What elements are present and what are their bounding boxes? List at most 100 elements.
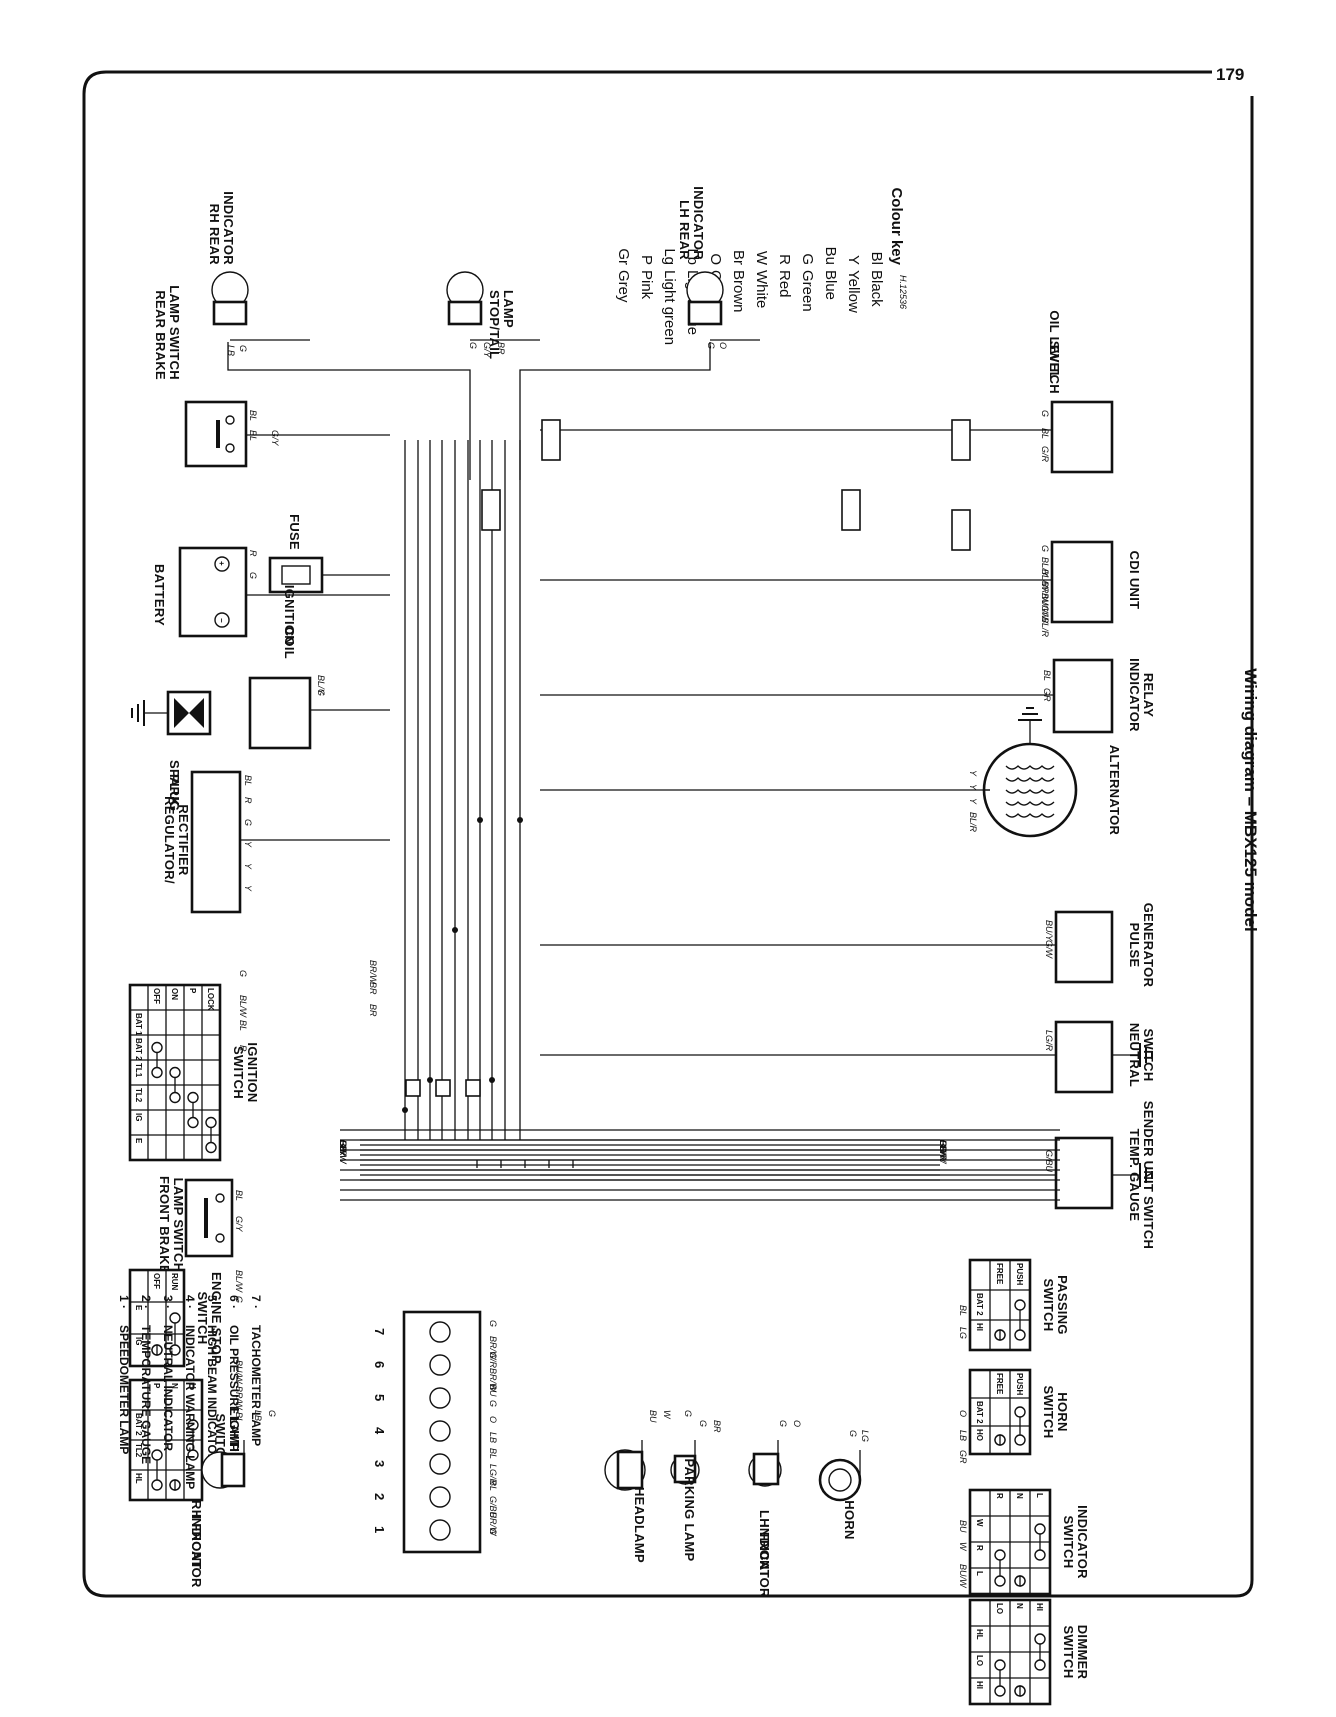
switch-col-label: IG bbox=[134, 1337, 143, 1345]
switch-name: ENGINE STOP bbox=[209, 1272, 224, 1364]
legend-label: HIGH BEAM INDICATOR bbox=[205, 1325, 219, 1463]
wire-label: R bbox=[238, 1045, 248, 1052]
wire-label: BU/W bbox=[958, 1564, 968, 1589]
switch-row-label: HI bbox=[1035, 1603, 1044, 1611]
svg-text:INDICATOR: INDICATOR bbox=[189, 1514, 204, 1588]
wire-label: G bbox=[683, 1410, 693, 1417]
wire-label: BL bbox=[248, 430, 258, 441]
legend-label: SPEEDOMETER LAMP bbox=[117, 1325, 131, 1454]
wire-label: BR bbox=[938, 1140, 948, 1153]
wire-label: GR bbox=[958, 1450, 968, 1464]
wire-label: BR bbox=[338, 1140, 348, 1153]
wire-label: Y bbox=[968, 784, 978, 791]
wire-label: W bbox=[958, 1542, 968, 1552]
colour-code: O bbox=[707, 253, 724, 265]
svg-text:CDI UNIT: CDI UNIT bbox=[1127, 551, 1142, 610]
wire-label: G/R bbox=[488, 1352, 498, 1369]
switch-col-label: LO bbox=[975, 1655, 984, 1666]
switch-row-label: LO bbox=[995, 1603, 1004, 1614]
colour-name: Yellow bbox=[845, 270, 862, 313]
colour-code: Br bbox=[730, 250, 747, 265]
wire-label: Y bbox=[243, 841, 253, 848]
rear-brake-lamp-switch: REAR BRAKE LAMP SWITCH bbox=[153, 285, 248, 468]
colour-code: G bbox=[799, 253, 816, 265]
legend-number: 7 · bbox=[249, 1295, 263, 1309]
svg-text:FRONT BRAKE: FRONT BRAKE bbox=[157, 1176, 172, 1274]
wire-label: LB bbox=[488, 1432, 498, 1443]
wire-label: G/BU bbox=[1044, 1150, 1054, 1173]
wire-label: G bbox=[248, 572, 258, 579]
svg-text:LH FRONT: LH FRONT bbox=[757, 1510, 772, 1578]
indicator-relay: INDICATOR RELAY bbox=[1052, 658, 1156, 734]
wire-label: LB bbox=[226, 345, 236, 356]
switch-row-label: H bbox=[188, 1383, 197, 1389]
pulse-generator: PULSE GENERATOR bbox=[1054, 903, 1156, 988]
rh-rear-indicator: RH REAR INDICATOR bbox=[207, 191, 249, 326]
wire-label: G/Y bbox=[270, 430, 280, 447]
svg-text:LH REAR: LH REAR bbox=[677, 200, 692, 260]
headlamp: HEADLAMP bbox=[604, 1449, 647, 1563]
colour-code: Gr bbox=[615, 248, 632, 265]
wire-label: BL/Y bbox=[1040, 557, 1050, 578]
switch-row-label: PUSH bbox=[1015, 1373, 1024, 1395]
svg-text:REGULATOR/: REGULATOR/ bbox=[162, 796, 177, 884]
neutral-switch: NEUTRAL SWITCH bbox=[1054, 1020, 1156, 1094]
wire-label: BU bbox=[958, 1520, 968, 1533]
switch-row-label: N bbox=[1015, 1493, 1024, 1499]
wire-label: BR bbox=[368, 1004, 378, 1017]
wire-label: G bbox=[706, 342, 716, 349]
wire-label: Y bbox=[243, 863, 253, 870]
svg-text:RH REAR: RH REAR bbox=[207, 204, 222, 266]
switch-col-label: W bbox=[975, 1519, 984, 1527]
switch-row-label: N bbox=[1015, 1603, 1024, 1609]
wire-label: BR/W bbox=[488, 1512, 498, 1537]
switch-col-label: BAT 2 bbox=[134, 1413, 143, 1436]
wire-label: BL/Y bbox=[316, 675, 326, 696]
wire-label: LG/R bbox=[488, 1464, 498, 1486]
stop-tail-lamp: STOP/TAIL LAMP bbox=[446, 271, 516, 359]
svg-text:+: + bbox=[217, 561, 226, 566]
colour-name: Blue bbox=[822, 270, 839, 300]
wire-label: LG/R bbox=[1044, 1030, 1054, 1052]
wire-label: BR/W bbox=[488, 1336, 498, 1361]
wire-label: LB bbox=[958, 1430, 968, 1441]
wire-label: BL bbox=[238, 1020, 248, 1031]
wire-label: R bbox=[248, 550, 258, 557]
switch-row-label: PUSH bbox=[1015, 1263, 1024, 1285]
oil-level-switch: OIL LEVEL SWITCH bbox=[1047, 310, 1114, 474]
switch-row-label: N bbox=[170, 1383, 179, 1389]
switch-row-label: OFF bbox=[152, 1273, 161, 1289]
cluster-pin: 7 bbox=[372, 1328, 387, 1336]
svg-text:RECTIFIER: RECTIFIER bbox=[176, 804, 191, 876]
switch-name: PASSING bbox=[1055, 1275, 1070, 1335]
switch-name: HORN bbox=[1055, 1392, 1070, 1431]
ground-neutral bbox=[1112, 1043, 1153, 1187]
parking-lamp: PARKING LAMP bbox=[670, 1454, 700, 1562]
svg-text:HEADLAMP: HEADLAMP bbox=[632, 1487, 647, 1563]
colour-code: Lg bbox=[661, 248, 678, 265]
switch-col-label: HI bbox=[975, 1681, 984, 1689]
wire-label: LB bbox=[938, 1140, 948, 1151]
switch-col-label: TL1 bbox=[134, 1063, 143, 1078]
wire-label: G bbox=[234, 1296, 244, 1303]
switch-row-label: RUN bbox=[170, 1273, 179, 1291]
wire-label: G/R bbox=[338, 1140, 348, 1157]
switch-row-label: L bbox=[1035, 1493, 1044, 1498]
wire-label: O bbox=[488, 1416, 498, 1423]
page-border bbox=[82, 70, 1254, 1598]
page-number: 179 bbox=[1216, 65, 1244, 84]
wire-label: G/Y bbox=[482, 342, 492, 359]
cluster-pin: 6 bbox=[372, 1361, 387, 1369]
switch-col-label: HI bbox=[975, 1323, 984, 1331]
svg-text:RH FRONT: RH FRONT bbox=[189, 1500, 204, 1570]
colour-name: White bbox=[753, 270, 770, 308]
colour-name: Green bbox=[799, 270, 816, 312]
rh-front-indicator: RH FRONT INDICATOR bbox=[189, 1451, 246, 1588]
wire-label: LG bbox=[958, 1327, 968, 1339]
wire-label: BL/R bbox=[968, 812, 978, 833]
